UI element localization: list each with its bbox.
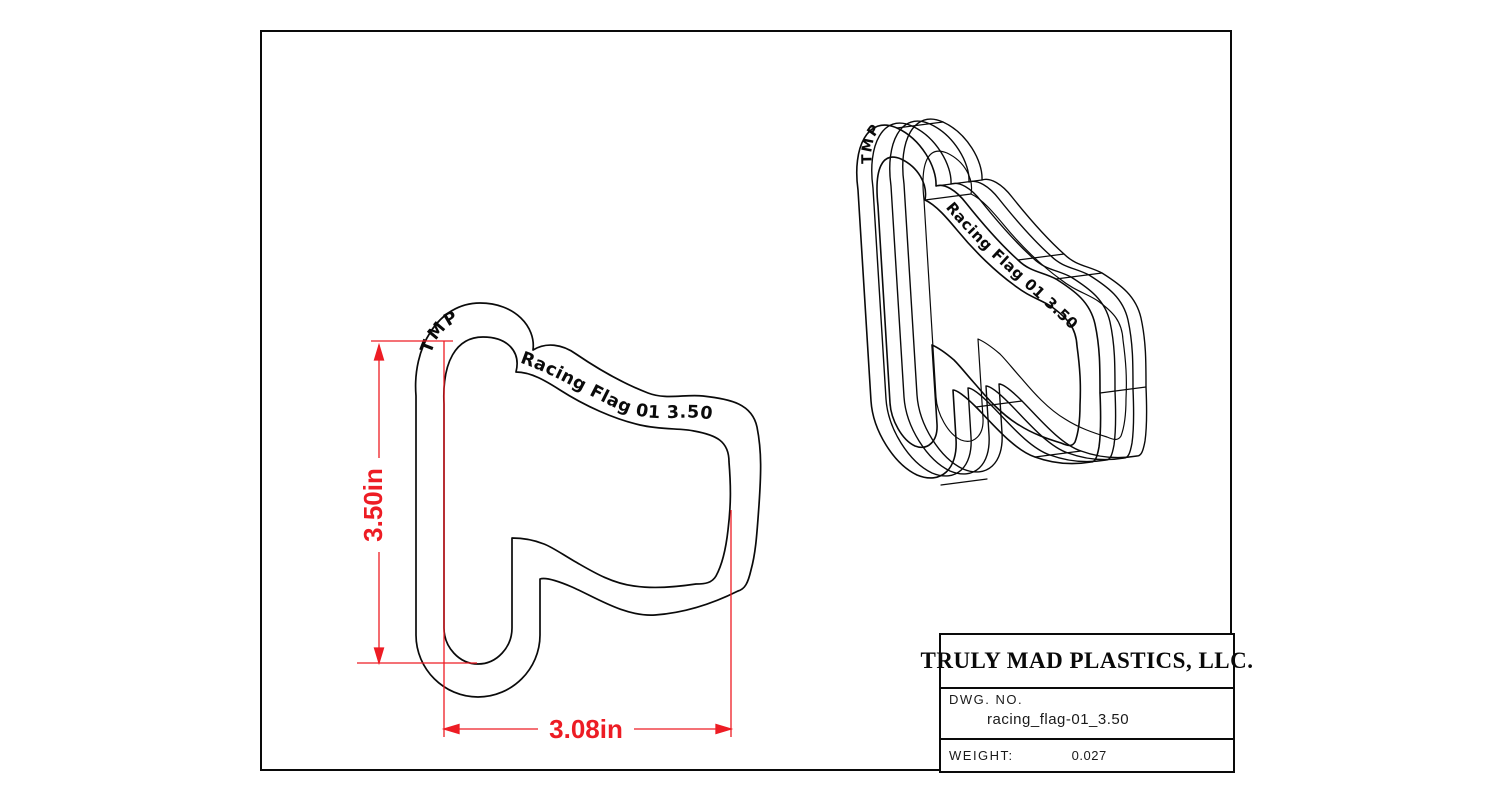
iso-curve-text: Racing Flag 01 3.50 [942, 199, 1081, 334]
iso-view: TMP Racing Flag 01 3.50 [856, 118, 1148, 486]
company-name: TRULY MAD PLASTICS, LLC. [920, 648, 1254, 673]
dimensions: 3.50in 3.08in [357, 340, 734, 744]
height-arrow-down [373, 647, 385, 666]
iso-band-ticks [896, 121, 1147, 486]
dwg-no-value: racing_flag-01_3.50 [987, 711, 1130, 728]
iso-extrusion-layers [871, 118, 1148, 477]
dwg-no-label: DWG. NO. [949, 692, 1024, 707]
height-dimension-label: 3.50in [358, 468, 388, 542]
iso-brand-text: TMP [859, 121, 884, 164]
iso-front-outer-outline [856, 124, 1102, 479]
height-arrow-up [373, 342, 385, 361]
front-inner-outline [443, 336, 732, 665]
title-block-dwg-row: DWG. NO. racing_flag-01_3.50 [941, 689, 1233, 740]
weight-label: WEIGHT: [949, 748, 1014, 763]
front-outer-outline [414, 302, 762, 698]
weight-value: 0.027 [1071, 748, 1107, 763]
front-curve-text: Racing Flag 01 3.50 [518, 348, 714, 424]
iso-front-inner-outline [876, 156, 1082, 448]
title-block: TRULY MAD PLASTICS, LLC. DWG. NO. racing… [921, 633, 1253, 773]
width-arrow-left [441, 723, 460, 735]
width-dimension-label: 3.08in [549, 714, 623, 744]
title-block-company-row: TRULY MAD PLASTICS, LLC. [921, 635, 1253, 689]
front-view: TMP Racing Flag 01 3.50 [414, 302, 762, 698]
title-block-weight-row: WEIGHT: 0.027 [941, 740, 1233, 771]
width-arrow-right [715, 723, 734, 735]
